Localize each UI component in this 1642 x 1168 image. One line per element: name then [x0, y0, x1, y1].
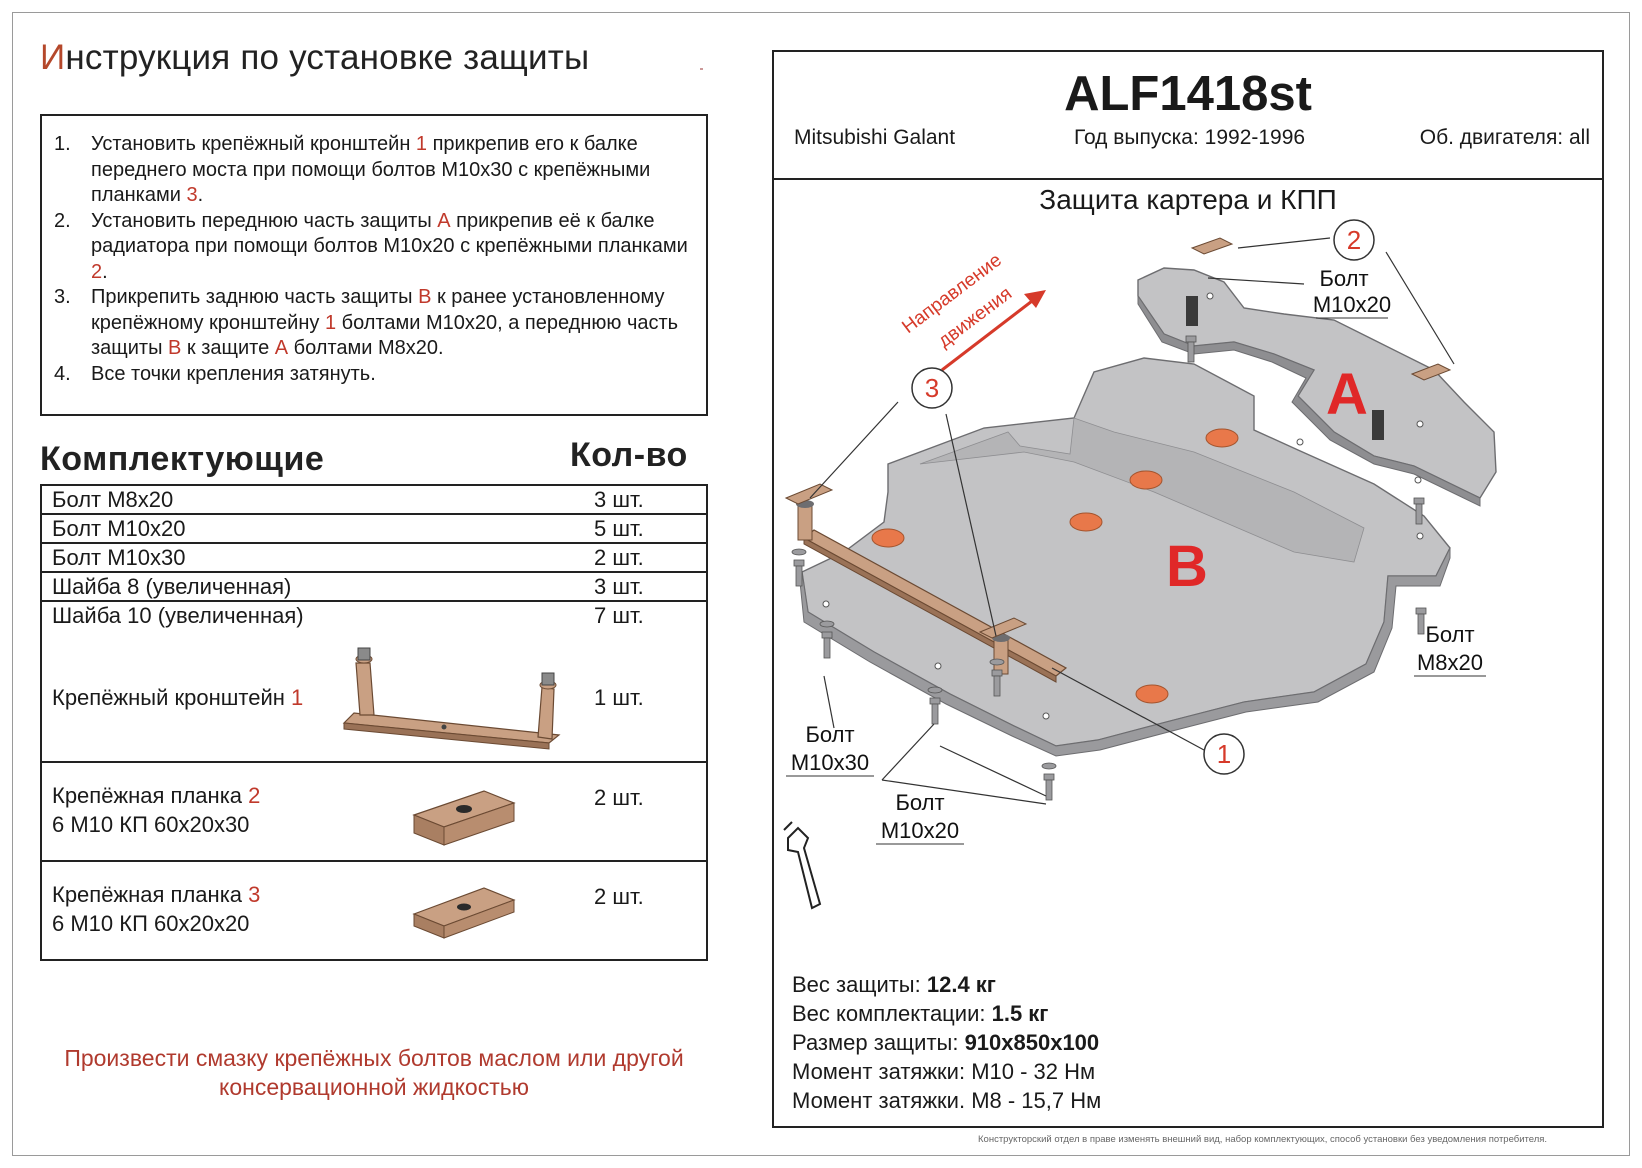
- plate-3-image: [412, 887, 516, 939]
- kit-item-name: Шайба 8 (увеличенная): [52, 574, 292, 599]
- engine-volume: Об. двигателя: all: [1419, 126, 1590, 149]
- bolt-label-m8x20-word: Болт: [1425, 622, 1474, 647]
- disclaimer: Конструкторский отдел в праве изменять в…: [978, 1134, 1548, 1145]
- kit-row-bracket: Крепёжный кронштейн 1 1 шт.: [42, 631, 706, 763]
- part-a: A: [1137, 267, 1497, 507]
- kit-row: Болт М10х20 5 шт.: [42, 515, 706, 544]
- bolt-label-m10x20-b-size: М10х20: [881, 818, 959, 843]
- plate3-name: Крепёжная планка 3 6 М10 КП 60х20х20: [52, 882, 261, 936]
- bracket-image: [342, 647, 561, 750]
- step-number: 3.: [54, 286, 71, 308]
- kit-row: Болт М8х20 3 шт.: [42, 486, 706, 515]
- release-years: Год выпуска: 1992-1996: [1074, 126, 1306, 149]
- kit-row: Шайба 8 (увеличенная) 3 шт.: [42, 573, 706, 602]
- plate3-qty: 2 шт.: [594, 884, 644, 909]
- kit-row: Болт М10х30 2 шт.: [42, 544, 706, 573]
- spec-header: ALF1418st Mitsubishi Galant Год выпуска:…: [774, 52, 1602, 180]
- kit-heading: Комплектующие: [40, 440, 325, 478]
- bolt-labels: Болт М10х20 Болт М8х20 Болт М10х30 Болт …: [786, 266, 1486, 845]
- plate-2-image: [412, 790, 516, 846]
- instruction-steps: 1. Установить крепёжный кронштейн 1 прикр…: [54, 132, 706, 387]
- kit-item-name: Болт М8х20: [52, 487, 174, 512]
- kit-item-qty: 5 шт.: [594, 516, 644, 541]
- part-a-label: A: [1326, 362, 1368, 427]
- spec-torque-m10: Момент затяжки: М10 - 32 Нм: [792, 1059, 1096, 1084]
- callout-2: 2: [1333, 219, 1375, 261]
- protection-title: Защита картера и КПП: [1039, 184, 1337, 215]
- wrench-icon: [783, 821, 822, 910]
- product-code: ALF1418st: [1064, 67, 1312, 121]
- kit-item-name: Болт М10х20: [52, 516, 186, 541]
- kit-item-qty: 2 шт.: [594, 545, 644, 570]
- lubrication-note: Произвести смазку крепёжных болтов масло…: [64, 1045, 684, 1100]
- bracket-qty: 1 шт.: [594, 685, 644, 710]
- kit-row-plate-3: Крепёжная планка 3 6 М10 КП 60х20х20 2 ш…: [42, 862, 706, 959]
- step-number: 1.: [54, 133, 71, 155]
- qty-heading: Кол-во: [570, 436, 688, 474]
- step-text: Установить крепёжный кронштейн 1 прикреп…: [91, 133, 651, 206]
- spec-weight: Вес защиты: 12.4 кг: [792, 972, 996, 997]
- bolt-label-m10x20-a-size: М10х20: [1313, 292, 1391, 317]
- bracket-in-diagram: [784, 483, 1068, 683]
- bolt-label-m10x20-b-word: Болт: [895, 790, 944, 815]
- instruction-step: 4. Все точки крепления затянуть.: [54, 362, 706, 388]
- svg-text:3: 3: [925, 373, 939, 403]
- instruction-step: 2. Установить переднюю часть защиты А при…: [54, 209, 706, 286]
- callout-1: 1: [1203, 733, 1245, 775]
- kit-row-plate-2: Крепёжная планка 2 6 М10 КП 60х20х30 2 ш…: [42, 763, 706, 862]
- instructions-box: 1. Установить крепёжный кронштейн 1 прикр…: [40, 114, 708, 416]
- leader-lines: [809, 237, 1455, 805]
- kit-item-name: Болт М10х30: [52, 545, 186, 570]
- step-number: 4.: [54, 362, 71, 385]
- kit-item-qty: 7 шт.: [594, 603, 644, 628]
- bolt-label-m8x20-size: М8х20: [1417, 650, 1483, 675]
- part-b-label: B: [1166, 534, 1208, 599]
- spec-panel: ALF1418st Mitsubishi Galant Год выпуска:…: [772, 50, 1604, 1128]
- instruction-step: 3. Прикрепить заднюю часть защиты В к ран…: [54, 285, 706, 362]
- bolt-label-m10x30-size: М10х30: [791, 750, 869, 775]
- plate2-name: Крепёжная планка 2 6 М10 КП 60х20х30: [52, 783, 261, 837]
- kit-item-qty: 3 шт.: [594, 487, 644, 512]
- svg-text:1: 1: [1217, 739, 1231, 769]
- top-plates: [1190, 237, 1452, 381]
- spec-list: Вес защиты: 12.4 кг Вес комплектации: 1.…: [792, 970, 1101, 1115]
- bolt-label-m10x20-a-word: Болт: [1319, 266, 1368, 291]
- step-number: 2.: [54, 209, 71, 232]
- bracket-name: Крепёжный кронштейн 1: [52, 685, 304, 710]
- kit-item-name: Шайба 10 (увеличенная): [52, 603, 304, 628]
- bolt-label-m10x30-word: Болт: [805, 722, 854, 747]
- plate2-qty: 2 шт.: [594, 785, 644, 810]
- kit-item-qty: 3 шт.: [594, 574, 644, 599]
- svg-text:2: 2: [1347, 225, 1361, 255]
- car-model: Mitsubishi Galant: [794, 126, 956, 149]
- title-mark: [700, 68, 703, 70]
- spec-torque-m8: Момент затяжки. М8 - 15,7 Нм: [792, 1088, 1102, 1113]
- kit-row: Шайба 10 (увеличенная) 7 шт.: [42, 602, 706, 631]
- bolts: [791, 335, 1427, 801]
- page-title: Инструкция по установке защиты: [40, 38, 590, 77]
- direction-arrow: Направление движения: [898, 250, 1046, 372]
- step-text: Прикрепить заднюю часть защиты В к ранее…: [91, 286, 679, 359]
- part-b: B: [799, 357, 1451, 757]
- callout-3: 3: [911, 367, 953, 409]
- installation-diagram: Направление движения A: [783, 219, 1497, 910]
- spec-size: Размер защиты: 910х850х100: [792, 1030, 1100, 1055]
- spec-kit-weight: Вес комплектации: 1.5 кг: [792, 1001, 1049, 1026]
- step-text: Все точки крепления затянуть.: [91, 362, 376, 385]
- sheet-border: [12, 12, 1630, 1156]
- step-text: Установить переднюю часть защиты А прикр…: [91, 209, 688, 283]
- instruction-step: 1. Установить крепёжный кронштейн 1 прикр…: [54, 132, 706, 209]
